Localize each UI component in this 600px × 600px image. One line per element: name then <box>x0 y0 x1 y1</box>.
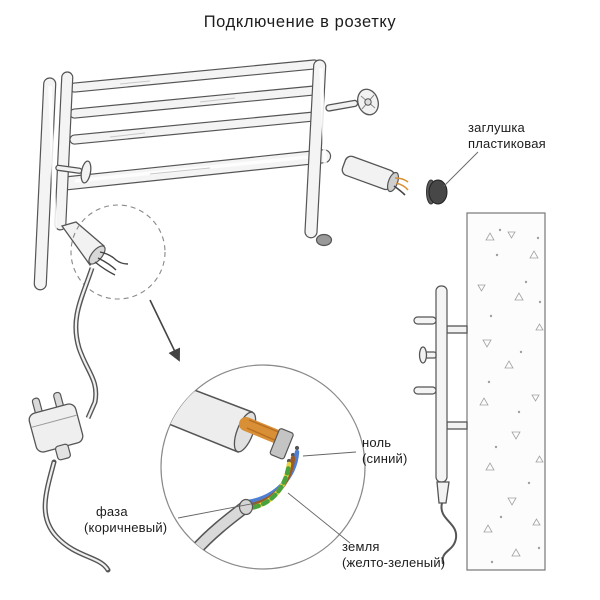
power-plug <box>28 391 84 461</box>
concrete-texture <box>477 228 544 564</box>
wall-bracket-top <box>446 325 468 334</box>
side-valve-handle <box>418 346 428 364</box>
label-neutral-line2: (синий) <box>362 451 408 466</box>
leader-neutral <box>302 451 357 457</box>
rail-post-inner-left <box>54 71 74 231</box>
label-earth-line2: (желто-зеленый) <box>342 555 445 570</box>
rung-end-top <box>413 316 437 325</box>
rail-rung-1 <box>69 59 320 93</box>
leader-earth <box>287 492 351 544</box>
towel-rail-illustration <box>33 59 448 300</box>
annotations: заглушка пластиковая ноль (синий) фаза (… <box>84 120 546 570</box>
heating-element-cap <box>60 221 129 276</box>
leader-phase <box>177 502 257 519</box>
power-cable <box>42 267 111 573</box>
rail-post-right <box>304 59 327 239</box>
detail-callout-circle <box>70 204 166 300</box>
heater-socket <box>315 233 333 247</box>
wiring-detail-view <box>160 364 366 570</box>
plug-cable-boot <box>54 443 71 461</box>
label-plastic-cap-line1: заглушка <box>468 120 526 135</box>
wall-bracket-bottom <box>446 421 468 430</box>
rail-rung-2 <box>69 85 320 119</box>
right-valve-stem <box>325 99 359 112</box>
plastic-cap <box>426 179 448 205</box>
diagram-title: Подключение в розетку <box>204 13 397 31</box>
rail-post-side-view <box>435 285 448 483</box>
detached-ten-housing <box>341 155 409 196</box>
arrow-to-detail <box>149 299 181 362</box>
left-valve-handle <box>80 160 92 184</box>
side-power-cable <box>440 502 458 565</box>
rail-rung-3 <box>69 111 320 145</box>
label-phase-line2: (коричневый) <box>84 520 167 535</box>
element-wire-bundle <box>239 417 287 445</box>
label-earth-line1: земля <box>342 539 380 554</box>
label-plastic-cap-line2: пластиковая <box>468 136 546 151</box>
label-neutral-line1: ноль <box>362 435 391 450</box>
wall-mount-side-view <box>413 212 546 571</box>
leader-plastic-cap <box>443 151 479 187</box>
bare-wires <box>94 251 129 276</box>
wall-section <box>466 212 546 571</box>
side-heater-cap <box>436 481 450 504</box>
label-phase-line1: фаза <box>96 504 128 519</box>
rung-end-bottom <box>413 386 437 395</box>
crimp-connector <box>269 428 294 460</box>
